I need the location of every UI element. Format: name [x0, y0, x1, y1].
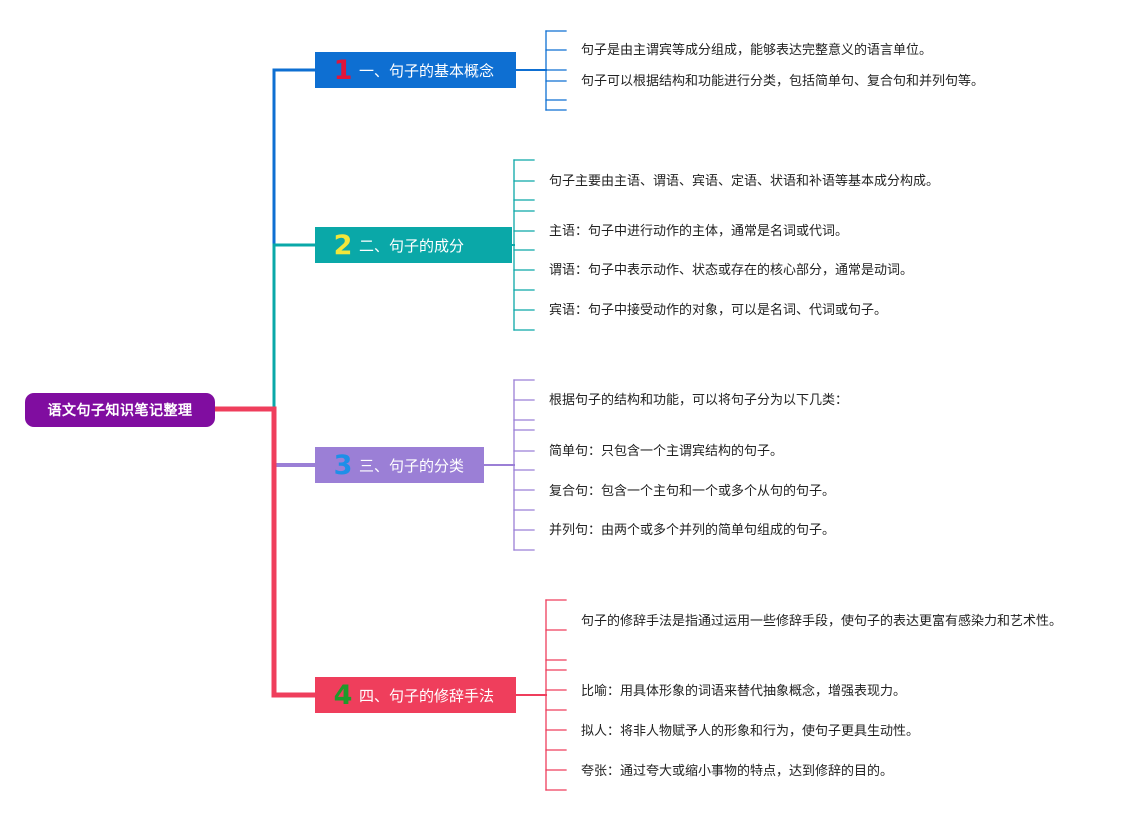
branch-topic-basic-concept[interactable]: 1 一、句子的基本概念 [315, 52, 516, 88]
leaf-topic[interactable]: 句子可以根据结构和功能进行分类，包括简单句、复合句和并列句等。 [581, 74, 985, 89]
leaf-topic[interactable]: 并列句：由两个或多个并列的简单句组成的句子。 [549, 523, 836, 538]
branch-topic-label: 二、句子的成分 [359, 236, 465, 255]
leaf-topic[interactable]: 比喻：用具体形象的词语来替代抽象概念，增强表现力。 [581, 684, 907, 699]
leaf-topic[interactable]: 复合句：包含一个主句和一个或多个从句的句子。 [549, 484, 836, 499]
branch-number-badge: 1 [333, 54, 353, 86]
leaf-topic[interactable]: 句子是由主谓宾等成分组成，能够表达完整意义的语言单位。 [581, 43, 933, 58]
root-topic[interactable]: 语文句子知识笔记整理 [25, 393, 215, 427]
branch-topic-rhetoric[interactable]: 4 四、句子的修辞手法 [315, 677, 516, 713]
branch-number-badge: 2 [333, 229, 353, 261]
leaf-topic[interactable]: 宾语：句子中接受动作的对象，可以是名词、代词或句子。 [549, 303, 888, 318]
branch-topic-label: 三、句子的分类 [359, 456, 465, 475]
branch-topic-components[interactable]: 2 二、句子的成分 [315, 227, 512, 263]
branch-number-badge: 4 [333, 679, 353, 711]
leaf-topic[interactable]: 主语：句子中进行动作的主体，通常是名词或代词。 [549, 224, 849, 239]
leaf-topic[interactable]: 拟人：将非人物赋予人的形象和行为，使句子更具生动性。 [581, 724, 920, 739]
branch-number-badge: 3 [333, 449, 353, 481]
leaf-topic[interactable]: 谓语：句子中表示动作、状态或存在的核心部分，通常是动词。 [549, 263, 914, 278]
branch-topic-label: 四、句子的修辞手法 [359, 686, 495, 705]
leaf-topic[interactable]: 简单句：只包含一个主谓宾结构的句子。 [549, 444, 784, 459]
leaf-topic[interactable]: 句子的修辞手法是指通过运用一些修辞手段，使句子的表达更富有感染力和艺术性。 [581, 614, 1063, 629]
leaf-topic[interactable]: 夸张：通过夸大或缩小事物的特点，达到修辞的目的。 [581, 764, 894, 779]
branch-topic-label: 一、句子的基本概念 [359, 61, 495, 80]
branch-topic-classification[interactable]: 3 三、句子的分类 [315, 447, 484, 483]
leaf-topic[interactable]: 句子主要由主语、谓语、宾语、定语、状语和补语等基本成分构成。 [549, 174, 940, 189]
leaf-topic[interactable]: 根据句子的结构和功能，可以将句子分为以下几类： [549, 393, 849, 408]
root-topic-label: 语文句子知识笔记整理 [47, 403, 193, 419]
